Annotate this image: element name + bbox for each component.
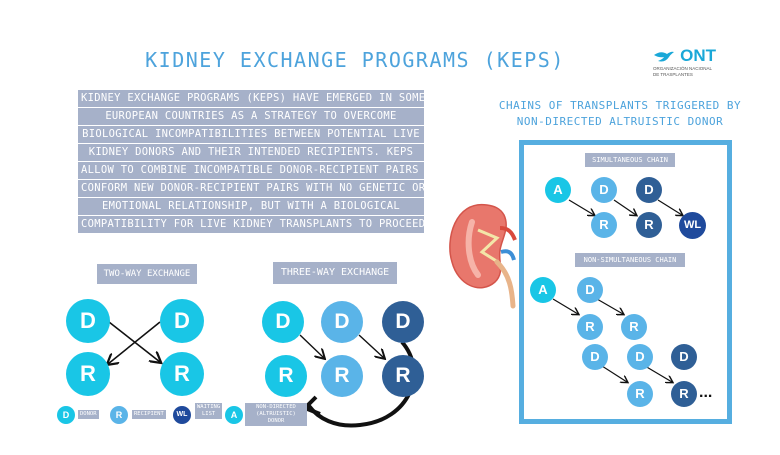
- ont-logo-text: ONT: [680, 46, 716, 65]
- sim-recipient-1: R: [591, 212, 617, 238]
- nonsim-donor-4: D: [671, 344, 697, 370]
- intro-line: KIDNEY DONORS AND THEIR INTENDED RECIPIE…: [78, 144, 424, 161]
- intro-line: EMOTIONAL RELATIONSHIP, BUT WITH A BIOLO…: [78, 198, 424, 215]
- nonsim-recipient-4: R: [671, 381, 697, 407]
- three-way-donor-2: D: [321, 301, 363, 343]
- legend-altruistic-icon: A: [225, 406, 243, 424]
- chains-title-line-2: NON-DIRECTED ALTRUISTIC DONOR: [516, 115, 724, 128]
- two-way-arrow: [108, 321, 161, 364]
- intro-line: EUROPEAN COUNTRIES AS A STRATEGY TO OVER…: [78, 108, 424, 125]
- three-way-recipient-1: R: [265, 355, 307, 397]
- legend-waiting-list-icon: WL: [173, 406, 191, 424]
- chain-continuation-ellipsis: ...: [699, 384, 713, 401]
- nonsim-donor-3: D: [627, 344, 653, 370]
- page-title: KIDNEY EXCHANGE PROGRAMS (KEPS): [145, 48, 565, 72]
- non-simultaneous-chain-label: NON-SIMULTANEOUS CHAIN: [575, 253, 685, 267]
- chains-title-line-1: CHAINS OF TRANSPLANTS TRIGGERED BY: [498, 99, 742, 112]
- two-way-recipient-1: R: [66, 352, 110, 396]
- chain-arrow: [613, 199, 636, 215]
- intro-line: COMPATIBILITY FOR LIVE KIDNEY TRANSPLANT…: [78, 216, 425, 233]
- chain-arrow: [552, 298, 578, 314]
- legend-recipient-text: RECIPIENT: [132, 410, 166, 419]
- nonsim-recipient-1: R: [577, 314, 603, 340]
- chain-arrow: [601, 365, 627, 382]
- sim-donor-2: D: [636, 177, 662, 203]
- sim-waiting-list: WL: [679, 212, 706, 239]
- legend-waiting-list-text: WAITING LIST: [195, 403, 223, 419]
- two-way-recipient-2: R: [160, 352, 204, 396]
- simultaneous-chain-label: SIMULTANEOUS CHAIN: [585, 153, 675, 167]
- three-way-donor-1: D: [262, 301, 304, 343]
- nonsim-donor-1: D: [577, 277, 603, 303]
- legend-wl-line-1: WAITING: [197, 404, 221, 410]
- intro-line: KIDNEY EXCHANGE PROGRAMS (KEPS) HAVE EME…: [78, 90, 425, 107]
- sim-recipient-2: R: [636, 212, 662, 238]
- intro-line: BIOLOGICAL INCOMPATIBILITIES BETWEEN POT…: [78, 126, 424, 143]
- three-way-recipient-3: R: [382, 355, 424, 397]
- chain-arrow: [657, 199, 682, 215]
- nonsim-donor-2: D: [582, 344, 608, 370]
- chain-arrow: [596, 298, 623, 314]
- legend-altruistic-line-2: (ALTRUISTIC) DONOR: [256, 411, 296, 424]
- three-way-arrow: [358, 334, 384, 358]
- ont-logo-subtitle-1: ORGANIZACIÓN NACIONAL: [653, 66, 713, 71]
- ont-bird-icon: [654, 51, 674, 61]
- two-way-donor-2: D: [160, 299, 204, 343]
- kidney-illustration: [449, 204, 517, 309]
- legend-altruistic-line-1: NON-DIRECTED: [256, 404, 296, 410]
- two-way-exchange-label: TWO-WAY EXCHANGE: [97, 264, 197, 284]
- intro-text-block: KIDNEY EXCHANGE PROGRAMS (KEPS) HAVE EME…: [78, 90, 438, 233]
- sim-donor-1: D: [591, 177, 617, 203]
- legend-donor-icon: D: [57, 406, 75, 424]
- legend-altruistic-text: NON-DIRECTED (ALTRUISTIC) DONOR: [245, 403, 307, 426]
- sim-altruistic-donor: A: [545, 177, 571, 203]
- three-way-exchange-label: THREE-WAY EXCHANGE: [273, 262, 397, 284]
- three-way-recipient-2: R: [321, 355, 363, 397]
- intro-line: CONFORM NEW DONOR-RECIPIENT PAIRS WITH N…: [78, 180, 425, 197]
- nonsim-recipient-3: R: [627, 381, 653, 407]
- three-way-arrow: [299, 334, 324, 358]
- legend-recipient-icon: R: [110, 406, 128, 424]
- legend-wl-line-2: LIST: [201, 411, 216, 417]
- intro-line: ALLOW TO COMBINE INCOMPATIBLE DONOR-RECI…: [78, 162, 438, 179]
- nonsim-recipient-2: R: [621, 314, 647, 340]
- chains-title: CHAINS OF TRANSPLANTS TRIGGERED BY NON-D…: [490, 98, 750, 130]
- legend-donor-text: DONOR: [78, 410, 99, 419]
- ont-logo: ONT ORGANIZACIÓN NACIONAL DE TRASPLANTES: [653, 46, 733, 78]
- ont-logo-subtitle-2: DE TRASPLANTES: [653, 72, 693, 77]
- nonsim-altruistic-donor: A: [530, 277, 556, 303]
- chains-frame: [519, 140, 732, 424]
- chain-arrow: [644, 365, 672, 382]
- two-way-donor-1: D: [66, 299, 110, 343]
- legend: D DONOR R RECIPIENT WL WAITING LIST A NO…: [57, 403, 307, 429]
- chain-arrow: [568, 199, 594, 215]
- three-way-donor-3: D: [382, 301, 424, 343]
